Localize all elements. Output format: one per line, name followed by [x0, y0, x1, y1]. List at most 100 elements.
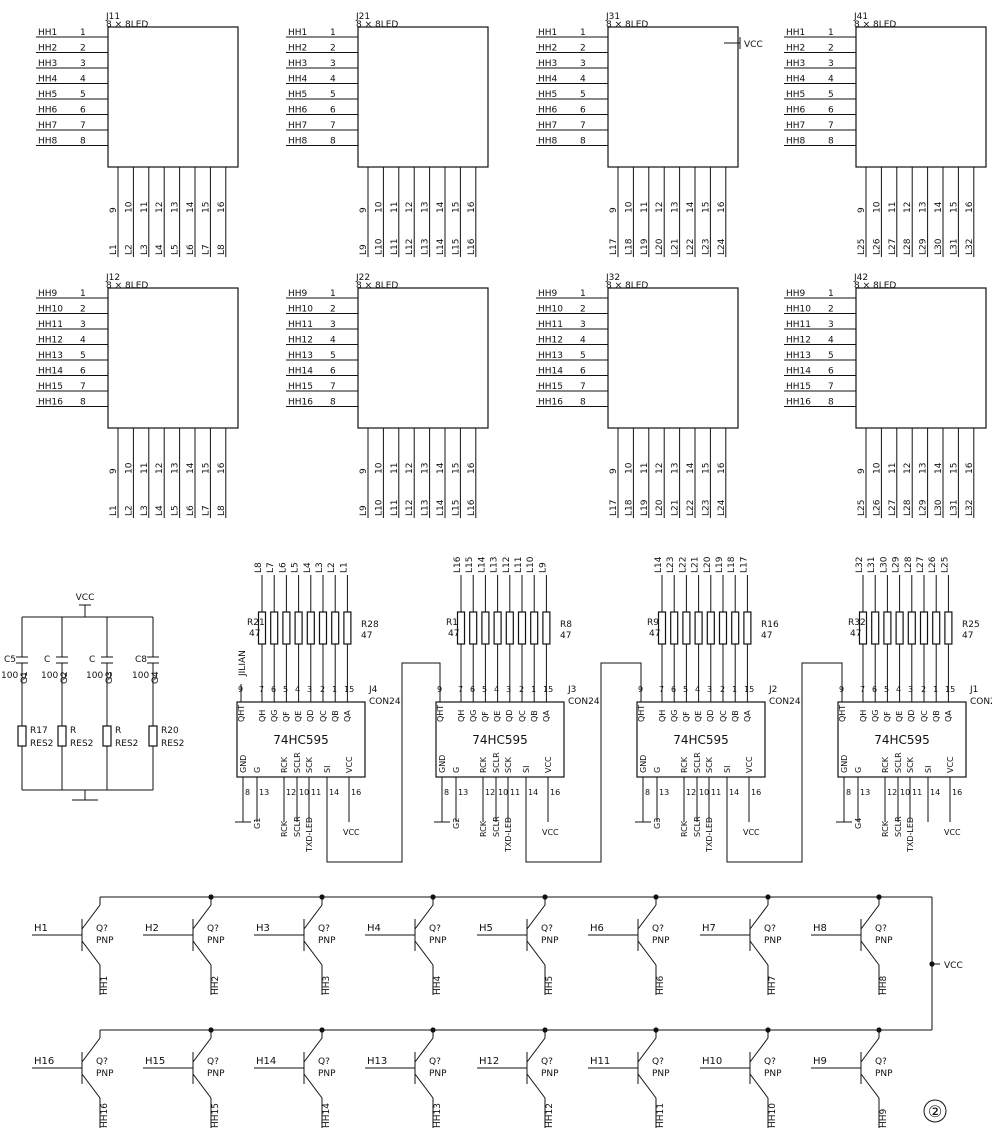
chip-top-pin-name: QA	[743, 710, 752, 722]
chip-top-pin-name: QB	[932, 710, 941, 722]
collector-lead	[303, 940, 323, 966]
col-pin-number: 12	[903, 202, 913, 213]
row-pin-number: 2	[828, 44, 834, 54]
chip-top-pin-name: QD	[505, 710, 514, 722]
connector-ref: J4	[368, 685, 378, 695]
col-pin-number: 12	[405, 463, 415, 474]
col-net-label: L21	[671, 239, 681, 255]
transistor-type: PNP	[541, 1069, 559, 1079]
chip-top-pin-name: QA	[944, 710, 953, 722]
chip-bottom-pin-name: G	[452, 767, 461, 773]
row-pin-number: 7	[330, 382, 336, 392]
chip-top-pin-number: 15	[543, 685, 553, 694]
sclr-label: SCLR	[492, 816, 501, 837]
collector-lead	[526, 940, 546, 966]
chip-bottom-pin-name: G	[253, 767, 262, 773]
chip-bottom-pin-number: 14	[930, 788, 940, 797]
resistor-body	[148, 725, 158, 747]
col-pin-number: 15	[451, 202, 461, 213]
row-pin-number: 7	[80, 121, 86, 131]
junction-dot	[319, 894, 325, 900]
row-net-label: HH12	[38, 336, 63, 346]
chip-top-pin-number: 5	[683, 685, 688, 694]
col-net-label: L8	[217, 505, 227, 516]
chip-top-pin-number: 6	[872, 685, 877, 694]
col-pin-number: 14	[186, 462, 196, 474]
row-net-label: HH12	[538, 336, 563, 346]
col-net-label: L28	[903, 238, 913, 255]
row-net-label: HH8	[786, 137, 806, 147]
column-line-label: L3	[315, 562, 325, 573]
resistor-value-right: 47	[761, 631, 772, 641]
chip-top-pin-name: QD	[706, 710, 715, 722]
row-net-label: HH11	[786, 320, 811, 330]
col-pin-number: 13	[421, 202, 431, 213]
col-net-label: L18	[624, 499, 634, 516]
col-pin-number: 9	[857, 468, 867, 474]
row-net-label: HH10	[786, 305, 811, 315]
input-label: H5	[479, 923, 493, 934]
row-net-label: HH2	[786, 44, 805, 54]
chip-bottom-pin-number: 8	[846, 788, 851, 797]
resistor-body	[932, 611, 941, 645]
row-net-label: HH15	[538, 382, 563, 392]
chip-top-pin-name: QF	[282, 711, 291, 722]
row-net-label: HH15	[786, 382, 811, 392]
row-pin-number: 1	[80, 28, 86, 38]
figure-mark-circle	[923, 1099, 947, 1123]
col-net-label: L16	[467, 499, 477, 516]
transistor-ref: Q?	[96, 924, 108, 934]
output-label: HH3	[322, 976, 332, 995]
col-pin-number: 11	[140, 463, 150, 474]
collector-lead	[637, 940, 657, 966]
chip-part-number: 74HC595	[472, 733, 528, 747]
chip-top-pin-number: 5	[482, 685, 487, 694]
row-pin-number: 1	[828, 289, 834, 299]
chip-bottom-pin-number: 10	[299, 788, 309, 797]
row-pin-number: 7	[828, 121, 834, 131]
res-value: RES2	[161, 739, 184, 749]
col-pin-number: 12	[655, 463, 665, 474]
emitter-lead	[81, 1037, 101, 1063]
emitter-lead	[749, 904, 769, 930]
matrix-ref: J42	[853, 273, 868, 283]
col-net-label: L25	[857, 500, 867, 516]
matrix-body	[607, 287, 739, 429]
column-line-label: L14	[477, 556, 487, 573]
column-line-label: L5	[291, 562, 301, 573]
column-line-label: L32	[855, 557, 865, 573]
row-net-label: HH5	[38, 90, 57, 100]
chip-top-pin-name: QHT	[637, 705, 646, 722]
matrix-ref: J21	[355, 12, 370, 22]
row-net-label: HH3	[288, 59, 307, 69]
chip-bottom-pin-name: SI	[924, 766, 933, 773]
column-line-label: L7	[266, 562, 276, 573]
col-pin-number: 11	[888, 202, 898, 213]
input-label: H16	[34, 1056, 54, 1067]
col-pin-number: 13	[171, 202, 181, 213]
column-line-label: L29	[892, 556, 902, 573]
output-label: HH9	[879, 1108, 889, 1128]
chip-bottom-pin-number: 14	[528, 788, 538, 797]
junction-dot	[876, 1027, 882, 1033]
row-pin-number: 1	[580, 289, 586, 299]
chip-top-pin-number: 9	[437, 685, 442, 694]
chip-top-pin-name: QE	[694, 711, 703, 722]
emitter-lead	[81, 904, 101, 930]
row-pin-number: 3	[828, 59, 834, 69]
chip-top-pin-name: QE	[895, 711, 904, 722]
resistor-body	[731, 611, 740, 645]
col-net-label: L29	[919, 238, 929, 255]
col-pin-number: 16	[965, 462, 975, 474]
row-pin-number: 3	[80, 320, 86, 330]
res-value: RES2	[115, 739, 138, 749]
row-net-label: HH4	[38, 75, 58, 85]
row-pin-number: 8	[580, 137, 586, 147]
resistor-ref-right: R28	[361, 620, 379, 630]
matrix-ref: J22	[355, 273, 370, 283]
resistor-body	[257, 611, 267, 645]
transistor-type: PNP	[875, 1069, 893, 1079]
chip-top-pin-name: QG	[871, 710, 880, 723]
